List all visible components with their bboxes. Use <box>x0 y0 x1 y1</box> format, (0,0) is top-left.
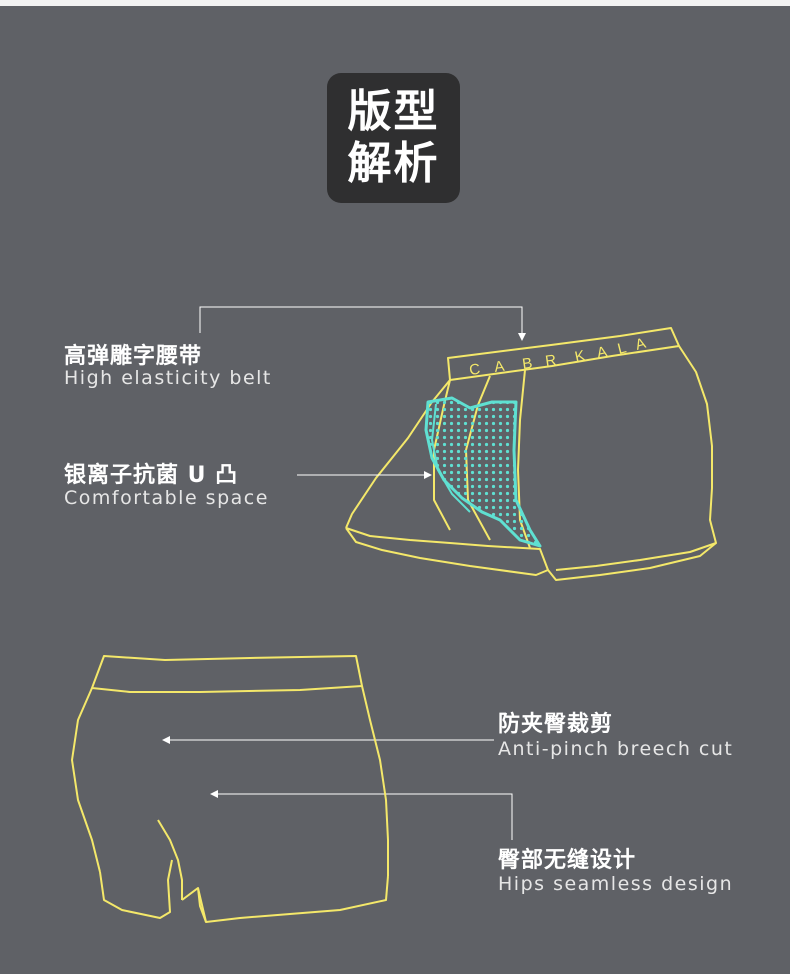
brand-letter: A <box>595 343 609 362</box>
belt-label-en: High elasticity belt <box>64 367 272 389</box>
hips-label-cn: 臀部无缝设计 <box>498 848 637 873</box>
brand-letter: A <box>633 334 648 353</box>
brand-band-text: C A B R K A L A <box>468 334 649 378</box>
breech-label-cn: 防夹臀裁剪 <box>498 712 614 737</box>
back-briefs-illustration <box>71 655 389 923</box>
brand-letter: B <box>521 355 534 373</box>
pouch-label-en: Comfortable space <box>64 487 269 509</box>
breech-label-en: Anti-pinch breech cut <box>498 738 734 760</box>
hips-pointer <box>210 790 513 840</box>
front-right-leg <box>547 542 717 581</box>
back-left-leg <box>99 859 173 919</box>
back-left-side <box>71 687 101 873</box>
pouch-label-cn: 银离子抗菌 U 凸 <box>64 463 239 488</box>
brand-letter: L <box>616 339 629 358</box>
brand-letter: C <box>468 360 482 378</box>
hips-label-en: Hips seamless design <box>498 873 734 895</box>
brand-letter: K <box>573 347 587 366</box>
back-left-inner <box>157 819 183 900</box>
brand-letter: A <box>493 358 506 376</box>
front-left-side <box>345 379 451 529</box>
pointers <box>162 306 526 840</box>
title-line-1: 版型 <box>347 86 440 137</box>
back-waistband <box>91 655 363 693</box>
front-right-side <box>555 345 717 571</box>
belt-label-cn: 高弹雕字腰带 <box>64 344 203 369</box>
front-briefs-illustration <box>345 327 717 581</box>
top-strip <box>0 0 790 6</box>
belt-pointer <box>199 306 526 341</box>
mesh-pouch <box>424 396 542 548</box>
back-crotch <box>181 887 207 923</box>
title-line-2: 解析 <box>347 138 440 189</box>
back-right-leg <box>197 875 389 923</box>
title-badge: 版型 解析 <box>327 73 460 203</box>
back-right-side <box>361 685 389 876</box>
brand-letter: R <box>544 351 558 369</box>
